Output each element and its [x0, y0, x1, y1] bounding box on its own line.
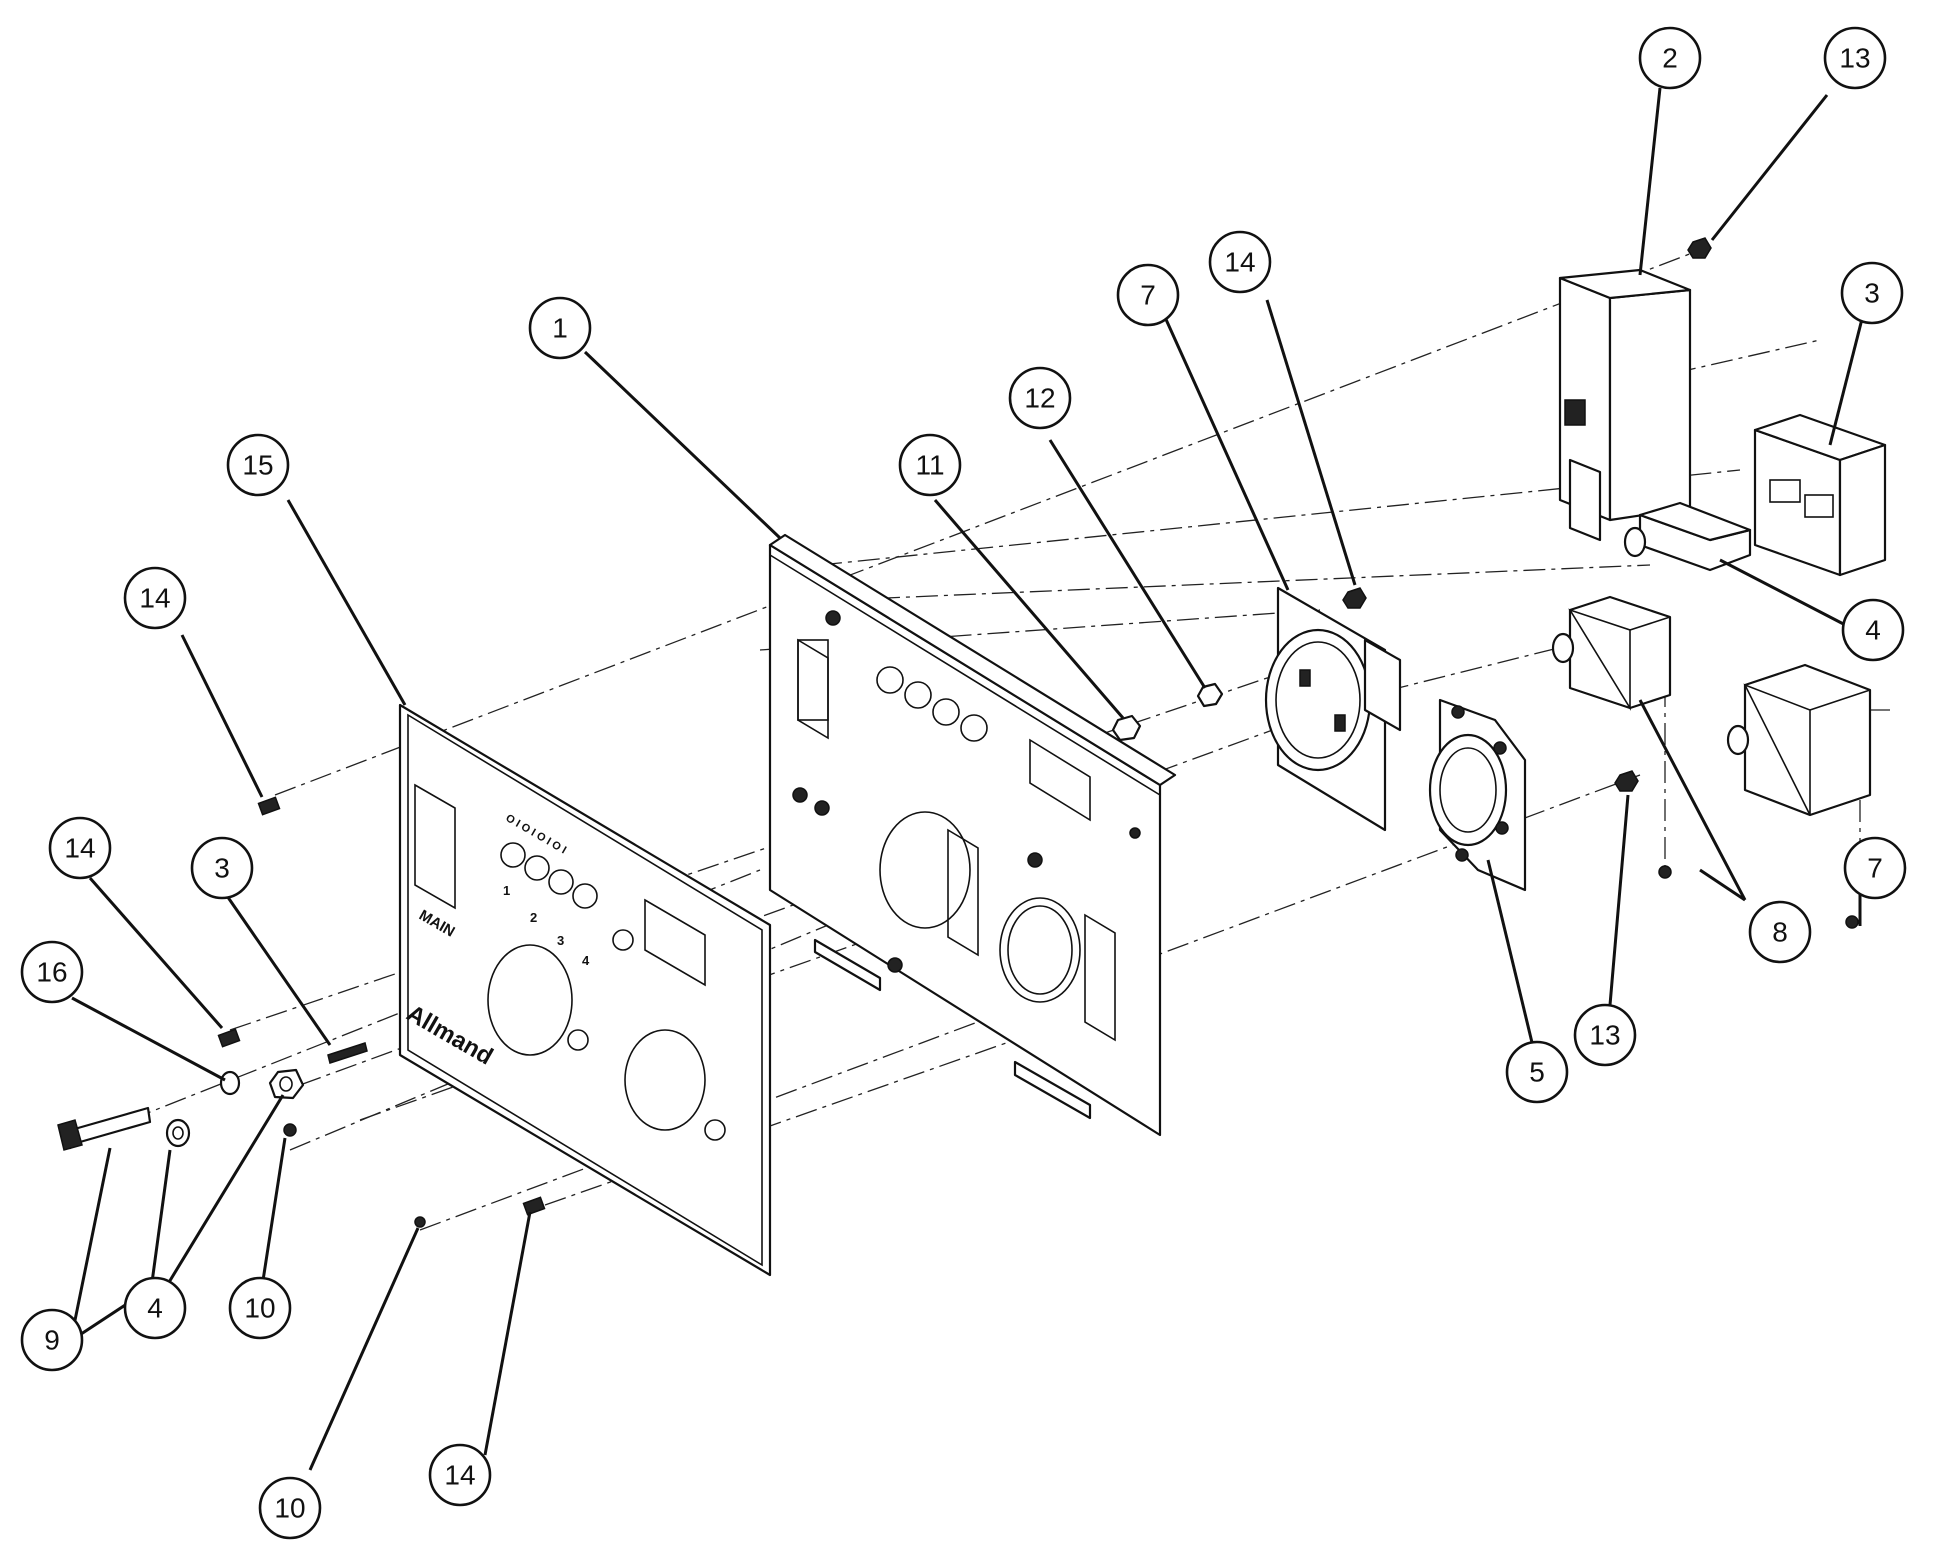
callout-label: 14: [64, 833, 95, 864]
callout-circle: [1208, 230, 1272, 294]
callout-label: 14: [1224, 247, 1255, 278]
breaker-part-8: [1551, 595, 1672, 879]
callout-label: 1: [552, 313, 568, 344]
callout-3-right: 3: [1840, 261, 1904, 325]
leader-lines: [70, 87, 1865, 1471]
breaker-part-2: [1558, 268, 1692, 542]
callout-8: 8: [1748, 900, 1812, 964]
callout-circle: [1841, 598, 1905, 662]
callout-label: 3: [1864, 278, 1880, 309]
callout-circle: [123, 566, 187, 630]
callout-14-top: 14: [1208, 230, 1272, 294]
callouts: 1 2 3 3 4 4 5 7 7 8 9 10 10 11 12 13 13 …: [20, 26, 1907, 1540]
gfci-part-3: [1753, 413, 1887, 577]
receptacle-part-5: [1428, 698, 1527, 892]
callout-label: 9: [44, 1325, 60, 1356]
callout-circle: [123, 1276, 187, 1340]
nut-part-14: [1342, 587, 1367, 609]
callout-label: 13: [1589, 1020, 1620, 1051]
callout-circle: [226, 433, 290, 497]
nuts: [1111, 237, 1712, 792]
callout-1: 1: [528, 296, 592, 360]
callout-circle: [898, 433, 962, 497]
callout-14-upper-left: 14: [123, 566, 187, 630]
callout-circle: [1573, 1003, 1637, 1067]
callout-4-right: 4: [1841, 598, 1905, 662]
callout-14-bottom: 14: [428, 1443, 492, 1507]
callout-9: 9: [20, 1308, 84, 1372]
callout-label: 12: [1024, 383, 1055, 414]
callout-label: 10: [244, 1293, 275, 1324]
callout-circle: [20, 940, 84, 1004]
callout-14-left: 14: [48, 816, 112, 880]
callout-circle: [228, 1276, 292, 1340]
callout-circle: [48, 816, 112, 880]
callout-circle: [20, 1308, 84, 1372]
callout-label: 3: [214, 853, 230, 884]
back-panel-part-1: [768, 533, 1177, 1137]
callout-circle: [258, 1476, 322, 1540]
callout-label: 7: [1140, 280, 1156, 311]
left-hardware: [57, 796, 546, 1228]
callout-13-top: 13: [1823, 26, 1887, 90]
callout-circle: [528, 296, 592, 360]
callout-circle: [1008, 366, 1072, 430]
callout-10-left: 10: [228, 1276, 292, 1340]
plate-number-2: 2: [530, 910, 537, 925]
callout-label: 2: [1662, 43, 1678, 74]
callout-2: 2: [1638, 26, 1702, 90]
callout-label: 8: [1772, 917, 1788, 948]
receptacle-part-7: [1264, 586, 1402, 832]
callout-label: 14: [444, 1460, 475, 1491]
callout-circle: [190, 836, 254, 900]
callout-label: 15: [242, 450, 273, 481]
callout-label: 4: [147, 1293, 163, 1324]
nut-part-13-top: [1687, 237, 1712, 259]
callout-circle: [428, 1443, 492, 1507]
nut-part-11: [1111, 714, 1142, 742]
callout-circle: [1840, 261, 1904, 325]
nut-part-12: [1196, 682, 1224, 708]
callout-label: 14: [139, 583, 170, 614]
callout-label: 10: [274, 1493, 305, 1524]
callout-circle: [1748, 900, 1812, 964]
callout-16: 16: [20, 940, 84, 1004]
callout-3-left: 3: [190, 836, 254, 900]
callout-5: 5: [1505, 1040, 1569, 1104]
callout-7-top: 7: [1116, 263, 1180, 327]
callout-label: 7: [1867, 853, 1883, 884]
callout-15: 15: [226, 433, 290, 497]
callout-4-left: 4: [123, 1276, 187, 1340]
callout-label: 4: [1865, 615, 1881, 646]
plate-number-4: 4: [582, 953, 590, 968]
callout-11: 11: [898, 433, 962, 497]
plate-number-3: 3: [557, 933, 564, 948]
callout-10-bottom: 10: [258, 1476, 322, 1540]
callout-label: 11: [915, 450, 944, 481]
callout-circle: [1116, 263, 1180, 327]
nut-part-13-lower: [1614, 770, 1639, 792]
front-plate-part-15: MAIN Allmand O I O I O I O I 1 2 3 4: [398, 703, 772, 1277]
callout-circle: [1823, 26, 1887, 90]
callout-circle: [1843, 836, 1907, 900]
breaker-part-4: [1623, 501, 1752, 572]
callout-label: 16: [36, 957, 67, 988]
callout-label: 5: [1529, 1057, 1545, 1088]
callout-circle: [1638, 26, 1702, 90]
callout-label: 13: [1839, 43, 1870, 74]
plate-number-1: 1: [503, 883, 510, 898]
callout-circle: [1505, 1040, 1569, 1104]
callout-7-right: 7: [1843, 836, 1907, 900]
breaker-part-7-right: [1726, 663, 1872, 929]
callout-13-bottom: 13: [1573, 1003, 1637, 1067]
callout-12: 12: [1008, 366, 1072, 430]
